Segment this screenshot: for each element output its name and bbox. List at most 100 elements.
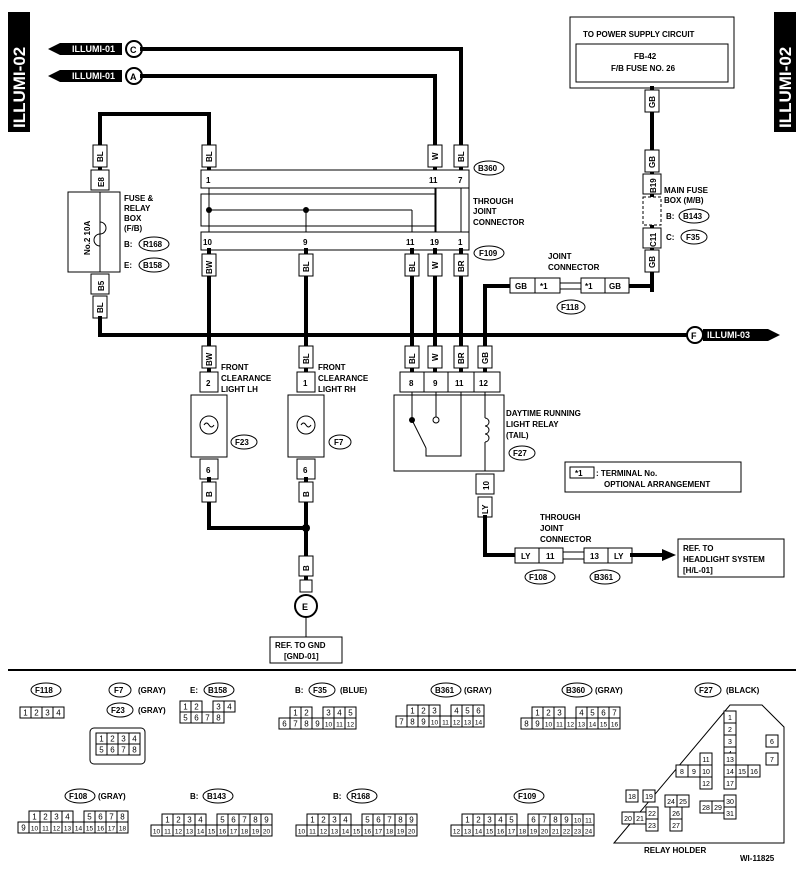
ref-headlight-line2: HEADLIGHT SYSTEM xyxy=(683,555,765,564)
relay-holder-cell xyxy=(625,789,639,803)
drl-bubble xyxy=(508,445,536,461)
pin-label: 12 xyxy=(53,826,61,833)
pin-label: 1 xyxy=(535,709,540,718)
pin-label: 22 xyxy=(563,829,571,836)
wire-tag-bl-r1 xyxy=(404,253,420,277)
pin-label: 13 xyxy=(464,829,472,836)
pin-label: 5 xyxy=(365,816,370,825)
pin-label: 19 xyxy=(530,829,538,836)
terminal-note-line1: : TERMINAL No. xyxy=(596,469,657,478)
tag-w-t: W xyxy=(431,152,440,160)
pin-label: 9 xyxy=(264,816,269,825)
main-fuse-pin-top-label: B19 xyxy=(649,178,658,193)
fuse-pin-bottom-label: B5 xyxy=(97,280,106,291)
pin-label: 8 xyxy=(120,813,125,822)
pin-label: 20 xyxy=(408,829,416,836)
relay-holder-label: 21 xyxy=(636,816,644,823)
relay-holder-cell xyxy=(747,764,761,778)
tag-b-1: B xyxy=(205,491,214,497)
relay-holder-cell xyxy=(676,794,690,808)
relay-holder-cell xyxy=(669,818,683,832)
pin-label: 10 xyxy=(545,722,553,729)
relay-out-pin xyxy=(475,473,495,495)
legend-f23-name: F23 xyxy=(111,706,125,715)
relay-holder-label: 15 xyxy=(738,769,746,776)
legend-f23-color: (GRAY) xyxy=(138,706,166,715)
pin-label: 6 xyxy=(231,816,236,825)
illumi-01-c-arrow xyxy=(48,43,122,55)
relay-holder-label: 6 xyxy=(770,739,774,746)
pin-label: 3 xyxy=(54,813,59,822)
jc-star-right-label: *1 xyxy=(585,282,593,291)
wire-tag-bl-r2 xyxy=(404,345,420,369)
pin-label: 11 xyxy=(336,722,343,729)
legend-f27-bubble xyxy=(694,682,722,698)
relay-contact-open xyxy=(432,416,440,424)
pin-label: 2 xyxy=(34,709,39,718)
illumi-03-label: ILLUMI-03 xyxy=(707,330,750,340)
legend-f27-color: (BLACK) xyxy=(726,686,760,695)
wire-ly-out xyxy=(483,515,517,557)
legend-r168-bubble xyxy=(346,788,378,804)
pin-label: 6 xyxy=(531,816,536,825)
tag-b-2: B xyxy=(302,491,311,497)
tag-br-r1: BR xyxy=(457,260,466,272)
pin-label: 2 xyxy=(476,816,481,825)
tag-bw-1: BW xyxy=(205,260,214,274)
pin-label: 13 xyxy=(464,720,472,727)
tj2-pin-right-label: 13 xyxy=(590,552,599,561)
fuse-label-4: (F/B) xyxy=(124,224,143,233)
pin-label: 14 xyxy=(342,829,350,836)
wire-tag-bl-rh2 xyxy=(298,345,314,369)
pin-label: 8 xyxy=(132,746,137,755)
jc-star-left-label: *1 xyxy=(540,282,548,291)
illumi-01-c-label: ILLUMI-01 xyxy=(72,44,115,54)
relay-holder-label: 10 xyxy=(702,769,710,776)
relay-wire-br xyxy=(425,392,462,457)
right-tab-label: ILLUMI-02 xyxy=(776,47,795,128)
pin-cell xyxy=(344,717,357,730)
b360-pin-11: 11 xyxy=(429,176,438,185)
pin-label: 4 xyxy=(337,709,342,718)
pin-label: 3 xyxy=(216,703,221,712)
relay-holder-label: 24 xyxy=(667,799,675,806)
f27-pin-11: 11 xyxy=(455,379,464,388)
pin-label: 7 xyxy=(121,746,126,755)
b360-bubble xyxy=(473,160,505,176)
pin-label: 5 xyxy=(87,813,92,822)
wire-tag-w-r1 xyxy=(427,253,443,277)
relay-holder-label: 22 xyxy=(648,811,656,818)
pin-label: 12 xyxy=(567,722,575,729)
relay-holder-label: 26 xyxy=(672,811,680,818)
pin-label: 6 xyxy=(376,816,381,825)
tag-w-r1: W xyxy=(431,261,440,269)
pin-label: 11 xyxy=(442,720,449,727)
fuse-label-2: RELAY xyxy=(124,204,151,213)
jc-conn: F118 xyxy=(561,303,579,312)
pin-label: 5 xyxy=(348,709,353,718)
pin-label: 1 xyxy=(183,703,188,712)
pin-label: 4 xyxy=(198,816,203,825)
left-tab-label: ILLUMI-02 xyxy=(10,47,29,128)
pin-label: 7 xyxy=(205,714,210,723)
relay-holder-cell xyxy=(645,818,659,832)
wire-tag-b-3 xyxy=(298,555,314,577)
main-fuse-pin-bottom-label: C11 xyxy=(649,232,658,247)
pin-label: 10 xyxy=(431,720,439,727)
pin-label: 15 xyxy=(486,829,494,836)
power-supply-title: TO POWER SUPPLY CIRCUIT xyxy=(583,30,695,39)
main-fuse-b-prefix: B: xyxy=(666,212,674,221)
pin-label: 12 xyxy=(175,829,183,836)
b360-conn: B360 xyxy=(478,164,498,173)
pin-label: 17 xyxy=(230,829,238,836)
pin-label: 3 xyxy=(487,816,492,825)
pin-label: 4 xyxy=(579,709,584,718)
relay-holder-label: 18 xyxy=(628,794,636,801)
pin-label: 8 xyxy=(398,816,403,825)
pin-label: 15 xyxy=(353,829,361,836)
legend-f35-name: F35 xyxy=(313,686,327,695)
legend-b361-bubble xyxy=(430,682,462,698)
tag-bl-t2: BL xyxy=(457,151,466,162)
relay-holder-label: 27 xyxy=(672,823,680,830)
pin-label: 16 xyxy=(497,829,505,836)
